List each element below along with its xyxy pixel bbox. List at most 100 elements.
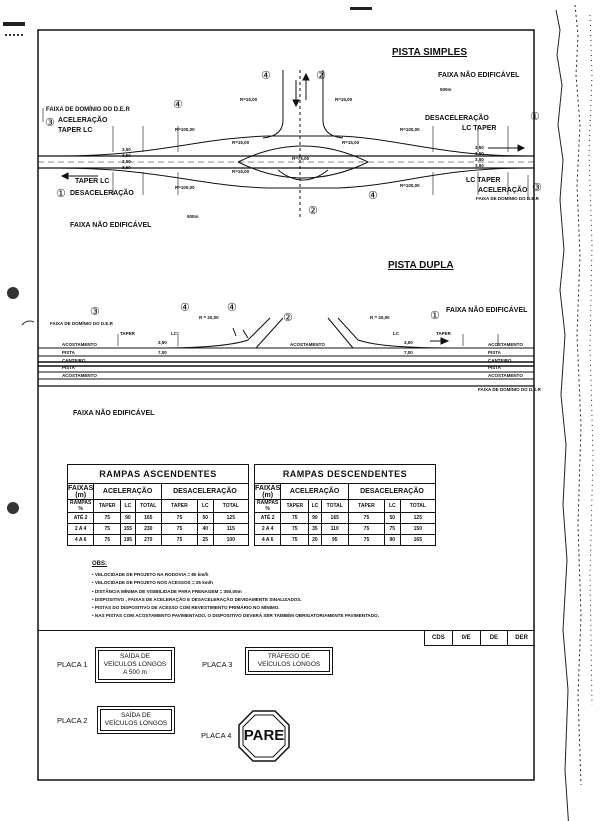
radius-label: R=15,00	[342, 140, 360, 145]
canteiro-label: CANTEIRO	[62, 358, 86, 363]
lc-taper-label: LC TAPER	[462, 125, 497, 132]
marker-2: ②	[316, 70, 326, 82]
rampas-descendentes-table: RAMPAS DESCENDENTES FAIXAS (m) ACELERAÇÃ…	[253, 464, 437, 546]
sub-header: RAMPAS %	[253, 499, 282, 513]
cell: 75	[383, 523, 401, 535]
width-label: 3,50	[404, 340, 413, 345]
title-block-sheet: 0/E	[453, 631, 481, 645]
placa-2-sign: SAÍDA DE VEÍCULOS LONGOS	[100, 709, 172, 731]
sub-header: TOTAL	[320, 499, 349, 513]
sub-header: LC	[196, 499, 214, 513]
notes-list: • VELOCIDADE DE PROJETO NA RODOVIA = 80 …	[92, 571, 379, 621]
radius-label: R=100,00	[400, 127, 420, 132]
faixa-nao-edificavel-label: FAIXA NÃO EDIFICÁVEL	[446, 307, 528, 314]
distance-label: 500m	[440, 87, 452, 92]
radius-label: R = 20,00	[199, 315, 219, 320]
pista-dupla-title: PISTA DUPLA	[388, 260, 454, 271]
signs-panel	[38, 630, 534, 781]
faixa-dominio-label: FAIXA DE DOMÍNIO DO D.E.R	[46, 107, 130, 113]
radius-label: R=100,00	[175, 127, 195, 132]
title-block-de: DE	[481, 631, 509, 645]
sub-header: TAPER	[93, 499, 122, 513]
sign-line: VEÍCULOS LONGOS	[257, 661, 321, 668]
cell: 75	[347, 512, 385, 524]
faixa-nao-edificavel-label: FAIXA NÃO EDIFICÁVEL	[70, 222, 152, 229]
radius-label: R=15,00	[232, 140, 250, 145]
lc-label: LC	[393, 331, 399, 336]
table-title: RAMPAS ASCENDENTES	[67, 464, 249, 484]
marker-1: ①	[56, 188, 66, 200]
cell: 75	[160, 523, 198, 535]
note-line: • NAS PISTAS COM ACOSTAMENTO PAVIMENTADO…	[92, 613, 380, 619]
faixa-dominio-label: FAIXA DE DOMÍNIO DO D.E.R	[478, 387, 541, 392]
col-aceleracao: ACELERAÇÃO	[280, 483, 349, 500]
acostamento-label: ACOSTAMENTO	[62, 373, 97, 378]
marker-4: ④	[368, 190, 378, 202]
sub-header: TAPER	[160, 499, 198, 513]
stop-sign-text: PARE	[243, 727, 285, 744]
table-row: 2 A 4 75 35 110 75 75 150	[253, 523, 437, 535]
cell: 2 A 4	[253, 523, 282, 535]
faixa-nao-edificavel-label: FAIXA NÃO EDIFICÁVEL	[438, 72, 520, 79]
sub-header: TOTAL	[399, 499, 437, 513]
marker-4: ④	[173, 99, 183, 111]
placa-1-label: PLACA 1	[57, 660, 88, 669]
note-line: • VELOCIDADE DE PROJETO NOS ACESSOS = 25…	[92, 580, 213, 586]
width-label: 3,50	[475, 157, 484, 162]
note-line: • PISTAS DO DISPOSITIVO DE ACESSO COM RE…	[92, 605, 280, 611]
sub-header: LC	[120, 499, 136, 513]
aceleracao-label: ACELERAÇÃO	[478, 187, 528, 194]
radius-label: R=15,00	[240, 97, 258, 102]
radius-label: R=15,00	[335, 97, 353, 102]
width-label: 3,50	[158, 340, 167, 345]
pista-dupla-diagram	[38, 317, 534, 380]
obs-label: OBS:	[92, 561, 107, 567]
acostamento-label: ACOSTAMENTO	[62, 342, 97, 347]
marker-3: ③	[532, 182, 542, 194]
cell: 125	[212, 512, 250, 524]
cell: 165	[399, 534, 437, 546]
sign-line: TRÁFEGO DE	[267, 653, 311, 660]
col-desaceleracao: DESACELERAÇÃO	[347, 483, 437, 500]
radius-label: R=100,00	[175, 185, 195, 190]
cell: 75	[160, 512, 198, 524]
cell: 4 A 6	[253, 534, 282, 546]
radius-label: R=100,00	[400, 183, 420, 188]
placa-3-label: PLACA 3	[202, 660, 233, 669]
cell: ATÉ 2	[66, 512, 95, 524]
width-label: 3,50	[122, 147, 131, 152]
cell: 195	[120, 534, 136, 546]
marker-1: ①	[530, 111, 540, 123]
marker-2: ②	[308, 205, 318, 217]
cell: 270	[134, 534, 162, 546]
sub-header: RAMPAS %	[66, 499, 95, 513]
cell: 75	[93, 523, 122, 535]
cell: 90	[120, 512, 136, 524]
sign-line: VEÍCULOS LONGOS	[104, 720, 168, 727]
canteiro-label: CANTEIRO	[488, 358, 512, 363]
cell: 75	[93, 534, 122, 546]
width-label: 3,50	[122, 159, 131, 164]
marker-4: ④	[180, 302, 190, 314]
sub-header: TAPER	[347, 499, 385, 513]
pista-simples-title: PISTA SIMPLES	[392, 47, 468, 58]
title-block: CDS 0/E DE DER	[424, 630, 535, 646]
width-label: 7,00	[404, 350, 413, 355]
taper-lc-label: TAPER LC	[75, 178, 110, 185]
pista-label: PISTA	[488, 350, 501, 355]
faixa-nao-edificavel-label: FAIXA NÃO EDIFICÁVEL	[73, 410, 155, 417]
pista-label: PISTA	[488, 365, 501, 370]
cell: 75	[347, 534, 385, 546]
desaceleracao-label: DESACELERAÇÃO	[70, 190, 134, 197]
cell: 165	[320, 512, 349, 524]
cell: 2 A 4	[66, 523, 95, 535]
marker-3: ③	[45, 117, 55, 129]
table-row: ATÉ 2 75 90 165 75 50 125	[253, 512, 437, 524]
desaceleracao-label: DESACELERAÇÃO	[425, 115, 489, 122]
sub-header: TOTAL	[134, 499, 162, 513]
table-row: 2 A 4 75 155 230 75 40 115	[66, 523, 250, 535]
cell: 75	[280, 534, 310, 546]
placa-2-label: PLACA 2	[57, 716, 88, 725]
sign-line: SAÍDA DE	[120, 653, 150, 660]
